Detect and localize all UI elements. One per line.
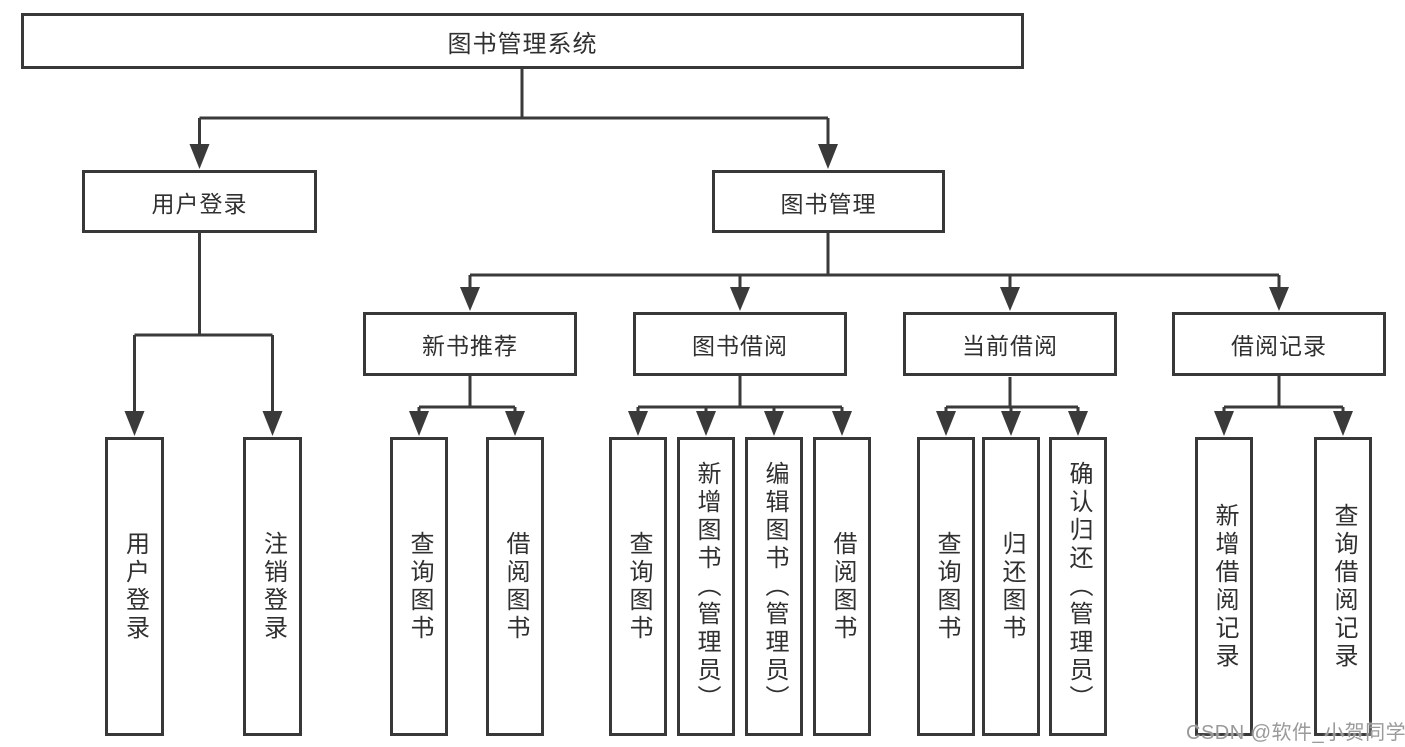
arrowhead-book-borrowing [730, 287, 750, 311]
node-br-add-record-label: 新增借阅记录 [1211, 502, 1238, 671]
arrowhead-book-management [818, 144, 838, 169]
node-root-label: 图书管理系统 [447, 30, 598, 58]
arrowheads [124, 144, 1353, 436]
node-bb-query-book: 查询图书 [609, 437, 667, 736]
node-root: 图书管理系统 [21, 13, 1024, 69]
node-book-management: 图书管理 [712, 170, 945, 233]
node-borrowing-records-label: 借阅记录 [1231, 333, 1327, 359]
arrowhead-bb-edit [764, 411, 784, 436]
arrowhead-bb-query [628, 411, 648, 436]
node-book-management-label: 图书管理 [780, 190, 877, 217]
node-bb-add-book-label: 新增图书（管理员） [693, 460, 720, 713]
arrowhead-new-book [460, 287, 480, 311]
connector-root-to-level2 [198, 69, 830, 146]
node-current-borrowing: 当前借阅 [903, 312, 1117, 376]
arrowhead-bb-borrow [832, 411, 852, 436]
node-user-login: 用户登录 [82, 170, 317, 233]
connector-records-children [1222, 376, 1345, 414]
arrowhead-cb-confirm [1068, 411, 1088, 436]
node-nb-query-book-label: 查询图书 [406, 530, 433, 643]
node-nb-borrow-book-label: 借阅图书 [502, 530, 529, 643]
connector-new-book-children [417, 376, 517, 414]
node-bb-query-book-label: 查询图书 [625, 530, 652, 643]
node-new-book-recommend-label: 新书推荐 [422, 333, 518, 359]
arrowhead-br-query [1333, 411, 1353, 436]
node-borrowing-records: 借阅记录 [1172, 312, 1386, 376]
node-bb-borrow-book: 借阅图书 [813, 437, 871, 736]
arrowhead-nb-borrow [505, 411, 525, 436]
arrowhead-ul-login [124, 411, 145, 436]
node-book-borrowing: 图书借阅 [633, 312, 847, 376]
arrowhead-cb-return [1001, 411, 1021, 436]
arrowhead-nb-query [409, 411, 429, 436]
node-cb-return-book: 归还图书 [982, 437, 1040, 736]
node-br-add-record: 新增借阅记录 [1195, 437, 1253, 736]
node-bb-edit-book-label: 编辑图书（管理员） [761, 460, 788, 713]
node-cb-return-book-label: 归还图书 [998, 530, 1025, 643]
node-cb-query-book-label: 查询图书 [933, 530, 960, 643]
watermark: CSDN @软件_小贺同学 [1186, 722, 1405, 744]
node-nb-query-book: 查询图书 [390, 437, 448, 736]
node-bb-edit-book: 编辑图书（管理员） [745, 437, 803, 736]
node-book-borrowing-label: 图书借阅 [692, 333, 788, 359]
node-nb-borrow-book: 借阅图书 [486, 437, 544, 736]
node-current-borrowing-label: 当前借阅 [962, 333, 1058, 359]
arrowhead-ul-logout [262, 411, 283, 436]
arrowhead-current-borrowing [1000, 287, 1020, 311]
connector-current-borrowing-children [944, 377, 1080, 414]
node-br-query-record: 查询借阅记录 [1314, 437, 1372, 736]
node-ul-logout: 注销登录 [243, 437, 302, 736]
arrowhead-user-login [189, 144, 210, 169]
node-ul-login-label: 用户登录 [121, 530, 149, 643]
node-cb-confirm-return: 确认归还（管理员） [1049, 437, 1107, 736]
arrowhead-borrowing-records [1269, 287, 1289, 311]
connector-user-login-children [133, 233, 274, 414]
node-ul-login: 用户登录 [105, 437, 164, 736]
connector-book-management-children [468, 233, 1281, 290]
connector-book-borrowing-children [636, 376, 844, 414]
node-bb-borrow-book-label: 借阅图书 [829, 530, 856, 643]
node-ul-logout-label: 注销登录 [259, 530, 287, 643]
node-cb-query-book: 查询图书 [917, 437, 975, 736]
arrowhead-br-add [1214, 411, 1234, 436]
node-bb-add-book: 新增图书（管理员） [677, 437, 735, 736]
node-br-query-record-label: 查询借阅记录 [1330, 502, 1357, 671]
node-user-login-label: 用户登录 [151, 190, 248, 217]
arrowhead-cb-query [936, 411, 956, 436]
node-new-book-recommend: 新书推荐 [363, 312, 577, 376]
arrowhead-bb-add [696, 411, 716, 436]
node-cb-confirm-return-label: 确认归还（管理员） [1065, 460, 1092, 713]
